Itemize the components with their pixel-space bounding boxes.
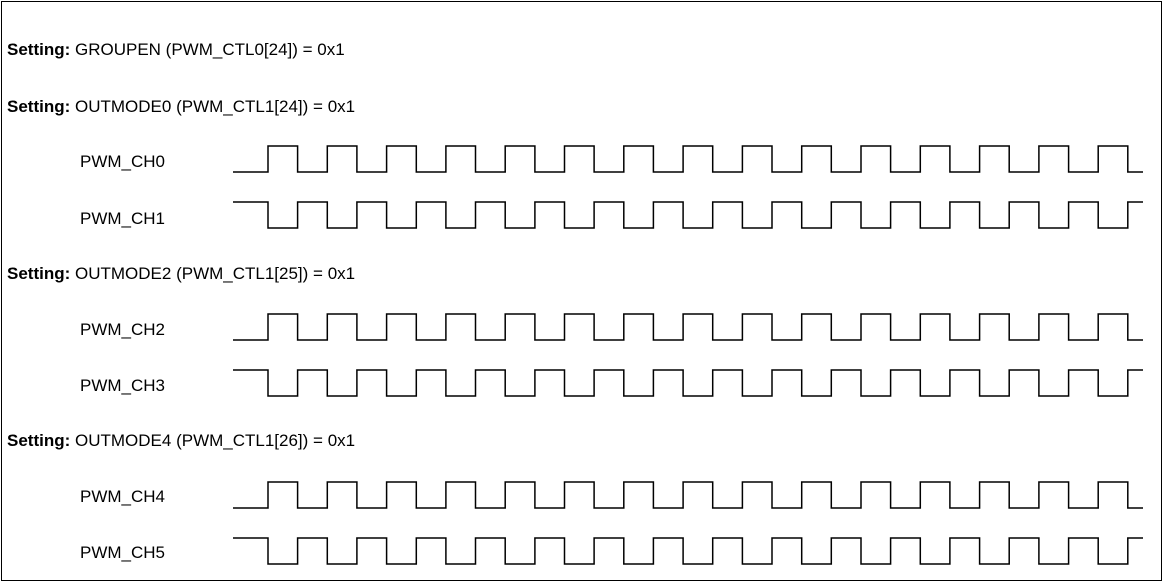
setting-text: OUTMODE0 (PWM_CTL1[24]) = 0x1 — [70, 97, 356, 116]
setting-outmode4: Setting: OUTMODE4 (PWM_CTL1[26]) = 0x1 — [7, 431, 355, 451]
waveform-pwm-ch2 — [233, 313, 1143, 341]
waveform-pwm-ch5 — [233, 537, 1143, 565]
channel-label-ch3: PWM_CH3 — [80, 376, 166, 395]
channel-label-ch5: PWM_CH5 — [80, 543, 166, 562]
setting-keyword: Setting: — [7, 431, 71, 450]
setting-text: OUTMODE4 (PWM_CTL1[26]) = 0x1 — [70, 431, 356, 450]
waveform-canvas — [233, 145, 1143, 565]
setting-keyword: Setting: — [7, 40, 71, 59]
channel-label-ch0: PWM_CH0 — [80, 152, 166, 171]
setting-groupen: Setting: GROUPEN (PWM_CTL0[24]) = 0x1 — [7, 40, 345, 60]
setting-outmode2: Setting: OUTMODE2 (PWM_CTL1[25]) = 0x1 — [7, 264, 355, 284]
setting-text: GROUPEN (PWM_CTL0[24]) = 0x1 — [70, 40, 345, 59]
setting-keyword: Setting: — [7, 97, 71, 116]
channel-label-ch2: PWM_CH2 — [80, 320, 166, 339]
waveform-pwm-ch4 — [233, 481, 1143, 509]
setting-outmode0: Setting: OUTMODE0 (PWM_CTL1[24]) = 0x1 — [7, 97, 355, 117]
channel-label-ch4: PWM_CH4 — [80, 487, 166, 506]
waveform-pwm-ch1 — [233, 201, 1143, 229]
setting-text: OUTMODE2 (PWM_CTL1[25]) = 0x1 — [70, 264, 356, 283]
waveform-pwm-ch0 — [233, 145, 1143, 173]
waveform-pwm-ch3 — [233, 369, 1143, 397]
setting-keyword: Setting: — [7, 264, 71, 283]
channel-label-ch1: PWM_CH1 — [80, 209, 166, 228]
